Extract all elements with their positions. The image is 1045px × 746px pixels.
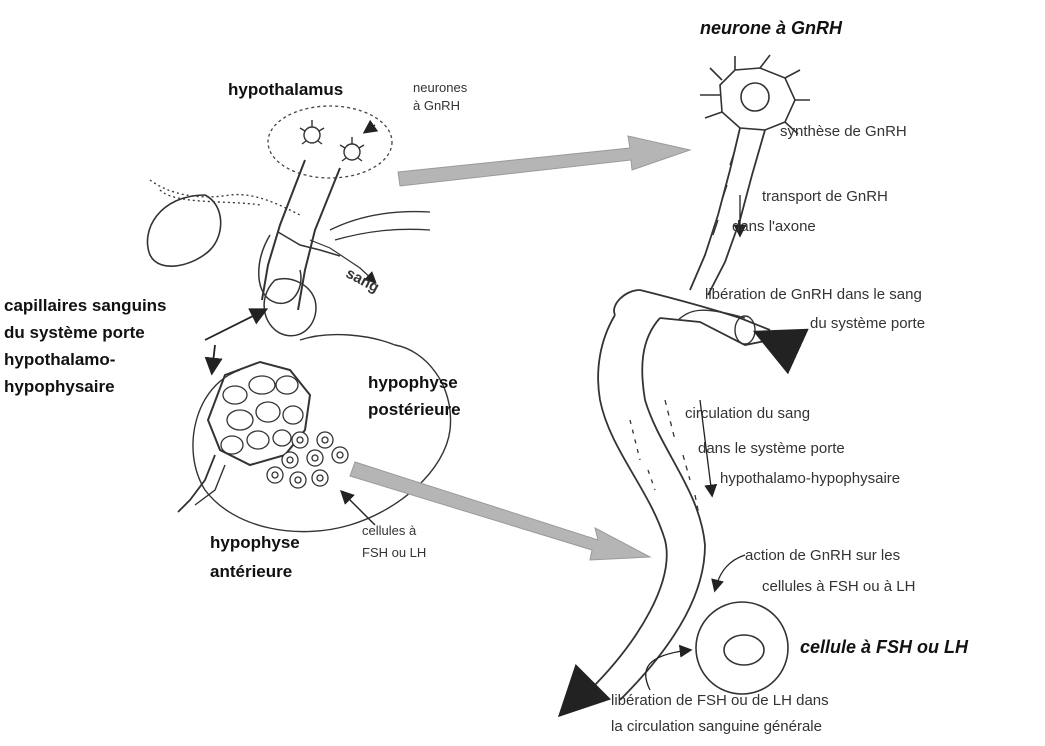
liberation-fsh-label-2: la circulation sanguine générale bbox=[611, 718, 822, 735]
brain-outline bbox=[150, 180, 300, 215]
hypophyse-anterieure-label-1: hypophyse bbox=[210, 533, 300, 553]
transport-label-2: dans l'axone bbox=[732, 218, 816, 235]
capillary-network bbox=[208, 362, 310, 465]
axon bbox=[690, 128, 765, 295]
gnrh-neuron-1 bbox=[300, 120, 324, 144]
transport-label-1: transport de GnRH bbox=[762, 188, 888, 205]
pituitary-stalk bbox=[262, 160, 340, 310]
gnrh-neuron-2 bbox=[340, 137, 364, 161]
neurones-gnrh-label-2: à GnRH bbox=[413, 98, 460, 113]
hypothalamus-region bbox=[268, 106, 392, 178]
cellules-label-1: cellules à bbox=[362, 523, 416, 538]
hypothalamus-label: hypothalamus bbox=[228, 80, 343, 100]
portal-blood-vessel bbox=[590, 290, 770, 700]
circulation-label-2: dans le système porte bbox=[698, 440, 845, 457]
hypophyse-posterieure-label-2: postérieure bbox=[368, 400, 461, 420]
action-label-1: action de GnRH sur les bbox=[745, 547, 900, 564]
capillaires-label-2: du système porte bbox=[4, 323, 145, 343]
cellule-title: cellule à FSH ou LH bbox=[800, 637, 968, 658]
fsh-lh-cell-large bbox=[696, 602, 788, 694]
optic-chiasm bbox=[147, 195, 220, 266]
hypophyse-anterieure-label-2: antérieure bbox=[210, 562, 292, 582]
hypophyse-posterieure-label-1: hypophyse bbox=[368, 373, 458, 393]
liberation-gnrh-label-2: du système porte bbox=[810, 315, 925, 332]
cellules-label-2: FSH ou LH bbox=[362, 545, 426, 560]
neurone-title: neurone à GnRH bbox=[700, 18, 842, 39]
neurones-gnrh-label-1: neurones bbox=[413, 80, 467, 95]
capillaires-label-1: capillaires sanguins bbox=[4, 296, 167, 316]
zoom-arrow-neuron bbox=[398, 136, 690, 186]
action-label-2: cellules à FSH ou à LH bbox=[762, 578, 915, 595]
circulation-label-3: hypothalamo-hypophysaire bbox=[720, 470, 900, 487]
synthese-label: synthèse de GnRH bbox=[780, 123, 907, 140]
capillaires-label-4: hypophysaire bbox=[4, 377, 115, 397]
liberation-fsh-label-1: libération de FSH ou de LH dans bbox=[611, 692, 829, 709]
circulation-label-1: circulation du sang bbox=[685, 405, 810, 422]
liberation-gnrh-label-1: libération de GnRH dans le sang bbox=[705, 286, 922, 303]
capillaires-label-3: hypothalamo- bbox=[4, 350, 115, 370]
